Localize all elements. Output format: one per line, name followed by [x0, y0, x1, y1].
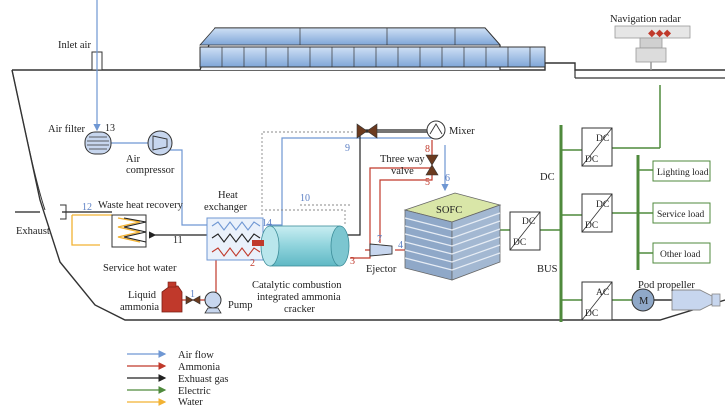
label-ejector: Ejector	[366, 264, 397, 275]
svg-text:◆◆◆: ◆◆◆	[648, 28, 671, 39]
conv-mid-bottom: DC	[585, 221, 598, 231]
conv-mid-top: DC	[596, 200, 609, 210]
legend: Air flow Ammonia Exhuast gas Electric Wa…	[127, 350, 228, 406]
stream-1: 1	[190, 289, 195, 300]
mixer	[426, 120, 446, 140]
pump	[204, 291, 222, 314]
label-pump: Pump	[228, 300, 253, 311]
legend-water-label: Water	[178, 397, 203, 406]
sofc-conv-bottom: DC	[513, 238, 526, 248]
three-way-valve	[425, 154, 439, 176]
label-lighting-load: Lighting load	[657, 168, 709, 178]
label-heat-exchanger-1: Heat	[218, 190, 238, 201]
stream-5: 5	[425, 177, 430, 188]
conv-top-top: DC	[596, 134, 609, 144]
stream-13: 13	[105, 123, 115, 134]
stream-7: 7	[377, 234, 382, 245]
legend-electric-label: Electric	[178, 386, 211, 397]
label-service-hot-water: Service hot water	[103, 263, 177, 274]
stream-10: 10	[300, 193, 310, 204]
service-load-box	[652, 202, 711, 224]
legend-air-flow-label: Air flow	[178, 350, 214, 361]
label-liquid-ammonia-1: Liquid	[128, 290, 157, 301]
stream-14: 14	[262, 218, 272, 229]
electric-lines	[498, 85, 661, 322]
label-three-way-1: Three way	[380, 154, 425, 165]
label-air-filter: Air filter	[48, 124, 86, 135]
label-liquid-ammonia-2: ammonia	[120, 302, 159, 313]
stream-8: 8	[425, 144, 430, 155]
ammonia-cracker	[252, 225, 350, 267]
sofc-conv-top: DC	[522, 217, 535, 227]
label-other-load: Other load	[660, 250, 701, 260]
waste-heat-recovery	[111, 214, 147, 248]
ammonia-valve	[185, 295, 201, 305]
legend-exhaust-label: Exhuast gas	[178, 374, 228, 385]
label-heat-exchanger-2: exchanger	[204, 202, 248, 213]
dotted-lines	[261, 131, 355, 225]
heat-exchanger	[206, 217, 264, 261]
water-lines	[71, 214, 118, 246]
air-compressor	[147, 130, 173, 156]
legend-item-ammonia: Ammonia	[127, 362, 220, 373]
label-cracker-2: integrated ammonia	[257, 292, 341, 303]
label-sofc: SOFC	[436, 205, 462, 216]
navigation-radar: ◆◆◆	[614, 25, 691, 70]
label-inlet-air: Inlet air	[58, 40, 91, 51]
pod-propeller	[631, 288, 721, 312]
sofc-dc-converter	[509, 211, 541, 251]
stream-12: 12	[82, 202, 92, 213]
label-exhaust: Exhaust	[16, 226, 50, 237]
label-air-compressor-1: Air	[126, 154, 141, 165]
label-three-way-2: valve	[391, 166, 414, 177]
label-bus: BUS	[537, 264, 558, 275]
label-cracker-1: Catalytic combustion	[252, 280, 342, 291]
stream-11: 11	[173, 235, 183, 246]
ship-hull	[11, 27, 725, 321]
conv-top-bottom: DC	[585, 155, 598, 165]
stream-6: 6	[445, 173, 450, 184]
ejector	[369, 243, 393, 257]
label-dc-bus: DC	[540, 172, 555, 183]
legend-ammonia-label: Ammonia	[178, 362, 220, 373]
converter-top	[581, 127, 613, 167]
label-motor: M	[639, 296, 649, 307]
converter-middle	[581, 193, 613, 233]
legend-item-water: Water	[127, 397, 203, 406]
air-filter	[84, 131, 112, 155]
ammonia-tank	[161, 281, 183, 313]
converter-ac	[581, 281, 613, 321]
conv-ac-bottom: DC	[585, 309, 598, 319]
other-load-box	[652, 242, 711, 264]
stream-2: 2	[250, 258, 255, 269]
sofc-stack	[403, 192, 502, 281]
conv-ac-top: AC	[596, 288, 609, 298]
legend-item-exhaust-gas: Exhuast gas	[127, 374, 228, 385]
stream-3: 3	[350, 256, 355, 267]
label-mixer: Mixer	[449, 126, 475, 137]
label-service-load: Service load	[657, 210, 704, 220]
legend-item-electric: Electric	[127, 386, 211, 397]
label-waste-heat-recovery: Waste heat recovery	[98, 200, 184, 211]
stream-9: 9	[345, 143, 350, 154]
label-navigation-radar: Navigation radar	[610, 14, 681, 25]
label-cracker-3: cracker	[284, 304, 315, 315]
lighting-load-box	[652, 160, 711, 182]
three-way-valve-top	[356, 123, 378, 139]
label-pod-propeller: Pod propeller	[638, 280, 695, 291]
stream-4: 4	[398, 240, 403, 251]
label-air-compressor-2: compressor	[126, 165, 175, 176]
exhaust-outlet	[60, 204, 67, 220]
legend-item-air-flow: Air flow	[127, 350, 214, 361]
